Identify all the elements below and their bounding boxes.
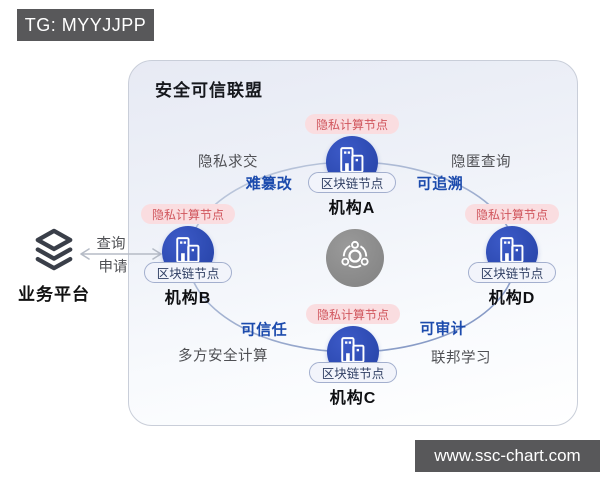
building-icon	[339, 336, 367, 369]
org-name: 机构A	[328, 200, 376, 217]
edge-feature-label: 联邦学习	[431, 350, 491, 367]
org-node-a: 隐私计算节点 区块链节点 机构A	[292, 114, 412, 218]
edge-property-label: 难篡改	[245, 175, 293, 193]
network-hub-icon	[338, 239, 372, 278]
platform-label: 业务平台	[18, 285, 90, 304]
watermark-bottom-right: www.ssc-chart.com	[415, 440, 600, 472]
blockchain-node-pill: 区块链节点	[467, 262, 557, 283]
org-node-c: 隐私计算节点 区块链节点 机构C	[293, 304, 413, 408]
arrow-label-query: 查询	[96, 236, 126, 253]
alliance-title: 安全可信联盟	[155, 81, 263, 100]
org-name: 机构C	[329, 390, 377, 407]
edge-property-label: 可追溯	[416, 175, 464, 193]
network-hub	[326, 229, 384, 287]
blockchain-node-pill: 区块链节点	[308, 362, 398, 383]
privacy-node-badge: 隐私计算节点	[305, 304, 400, 324]
org-name: 机构B	[164, 290, 212, 307]
edge-feature-label: 隐私求交	[198, 154, 258, 171]
blockchain-node-pill: 区块链节点	[307, 172, 397, 193]
building-icon	[174, 236, 202, 269]
privacy-node-badge: 隐私计算节点	[464, 204, 559, 224]
privacy-node-badge: 隐私计算节点	[140, 204, 235, 224]
edge-property-label: 可审计	[419, 320, 467, 338]
watermark-top-left: TG: MYYJJPP	[17, 9, 154, 41]
edge-feature-label: 多方安全计算	[178, 348, 268, 365]
building-icon	[498, 236, 526, 269]
blockchain-node-pill: 区块链节点	[143, 262, 233, 283]
edge-feature-label: 隐匿查询	[451, 154, 511, 171]
layers-icon	[33, 228, 75, 277]
org-name: 机构D	[488, 290, 536, 307]
building-icon	[338, 146, 366, 179]
org-node-d: 隐私计算节点 区块链节点 机构D	[452, 204, 572, 308]
privacy-node-badge: 隐私计算节点	[304, 114, 399, 134]
arrow-label-apply: 申请	[98, 259, 128, 276]
org-node-b: 隐私计算节点 区块链节点 机构B	[128, 204, 248, 308]
business-platform: 业务平台	[8, 228, 100, 305]
edge-property-label: 可信任	[240, 321, 288, 339]
